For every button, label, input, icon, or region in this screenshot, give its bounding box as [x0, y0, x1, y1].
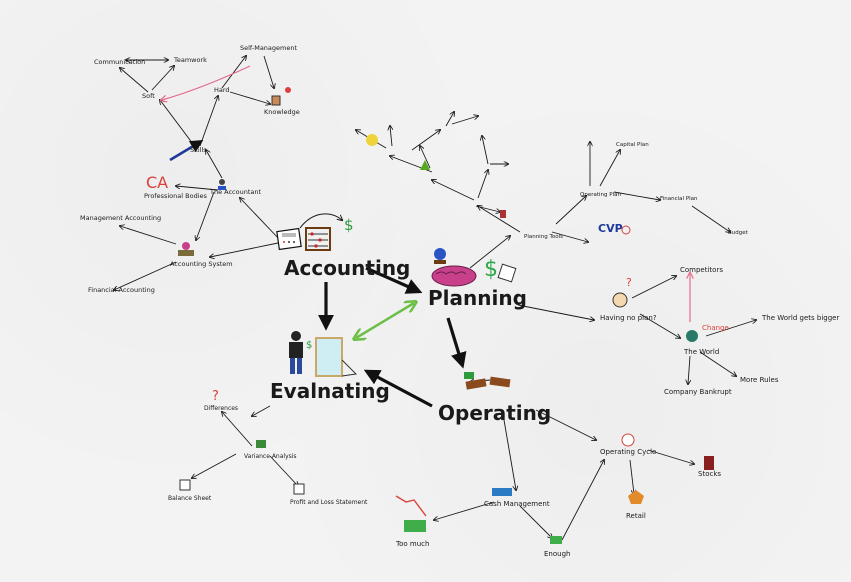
accounting-label: Accounting: [284, 256, 410, 280]
having-a-plan-label: Having no plan?: [600, 314, 657, 322]
operating-cycle-label: Operating Cycle: [600, 448, 656, 456]
retail-icon: [628, 490, 644, 504]
abacus-icon: [305, 227, 331, 251]
crystal-ball-icon: [434, 248, 446, 264]
worried-face-icon: ?: [612, 276, 632, 308]
profit-and-loss-label: Profit and Loss Statement: [290, 499, 368, 506]
analysis-icon: [256, 440, 266, 448]
accountant-person-icon: [218, 179, 226, 190]
accounting-system-label: Accounting System: [170, 260, 233, 268]
the-world-label: The World: [683, 348, 719, 356]
cash-mgmt-icon: [492, 488, 512, 496]
cash-pile-icon: [404, 520, 426, 532]
blue-arrow-skills: [169, 139, 204, 162]
capital-plan-label: Capital Plan: [616, 142, 649, 148]
thin-connectors: [114, 56, 756, 541]
teamwork-label: Teamwork: [173, 56, 207, 64]
skills-label: Skills: [190, 146, 207, 154]
operating-label: Operating: [438, 401, 551, 425]
green-double-arrow: [356, 303, 414, 338]
planning-tools-label: Planning Tools: [524, 234, 563, 240]
communication-label: Communication: [94, 58, 145, 66]
world-gets-bigger-label: The World gets bigger: [761, 314, 839, 322]
budget-label: Budget: [728, 230, 749, 236]
soft-label: Soft: [142, 92, 155, 100]
stocks-icon: [704, 456, 714, 470]
main-connectors: [318, 266, 467, 408]
handshake-icon: [464, 372, 511, 390]
pyramid-icon: [420, 160, 430, 170]
differences-label: Differences: [204, 405, 238, 412]
financial-plan-label: Financial Plan: [660, 196, 698, 202]
calculator-icon: [276, 227, 302, 251]
balance-sheet-label: Balance Sheet: [168, 495, 212, 502]
pink-arrow-self-soft: [162, 65, 251, 100]
knowledge-icon: [271, 87, 291, 106]
dollar-small-icon: $: [306, 340, 312, 351]
professional-bodies-label: Professional Bodies: [144, 192, 207, 200]
operating-plan-label: Operating Plan: [580, 192, 621, 198]
dollar-icon-planning: $: [484, 257, 498, 282]
more-rules-label: More Rules: [740, 376, 779, 384]
document-icon: [315, 337, 358, 377]
balance-sheet-icon: [179, 479, 191, 491]
company-bankrupt-label: Company Bankrupt: [664, 388, 732, 396]
evaluating-label: Evalnating: [270, 379, 390, 403]
globe-icon: Change: [686, 324, 729, 342]
competitors-label: Competitors: [680, 266, 723, 274]
dollar-icon: $: [344, 216, 354, 234]
management-accounting-label: Management Accounting: [80, 214, 161, 222]
target-icon: [621, 225, 631, 235]
down-chart-icon: [395, 495, 427, 517]
svg-text:Change: Change: [702, 324, 729, 332]
hard-label: Hard: [214, 86, 230, 94]
budget-doc-icon: [500, 210, 506, 218]
cash-management-label: Cash Management: [484, 500, 550, 508]
self-management-label: Self-Management: [240, 44, 297, 52]
ca-logo-icon: CA: [146, 173, 168, 192]
person-icon: [289, 331, 303, 374]
computer-icon: [178, 242, 194, 256]
curve-arrow-accounting-icon: [299, 213, 342, 229]
the-accountant-label: The Accountant: [209, 188, 262, 196]
knowledge-label: Knowledge: [264, 108, 300, 116]
brain-icon: [431, 265, 477, 287]
arrow-operating-evaluating: [363, 369, 433, 408]
pl-icon: [293, 483, 305, 495]
enough-label: Enough: [544, 550, 570, 558]
too-much-label: Too much: [395, 540, 429, 548]
svg-text:?: ?: [626, 276, 632, 289]
financial-accounting-label: Financial Accounting: [88, 286, 155, 294]
arrow-planning-operating: [446, 317, 467, 369]
arrow-accounting-planning: [365, 266, 423, 294]
stocks-label: Stocks: [698, 470, 721, 478]
notepad-icon: [497, 263, 517, 283]
cvp-label: CVP: [598, 222, 623, 235]
clock-icon: [621, 433, 635, 447]
planning-label: Planning: [428, 286, 527, 310]
retail-label: Retail: [626, 512, 646, 520]
question-icon: ?: [212, 389, 219, 404]
variance-analysis-label: Variance Analysis: [244, 453, 297, 460]
enough-cash-icon: [550, 536, 562, 544]
sun-icon: [366, 134, 378, 146]
